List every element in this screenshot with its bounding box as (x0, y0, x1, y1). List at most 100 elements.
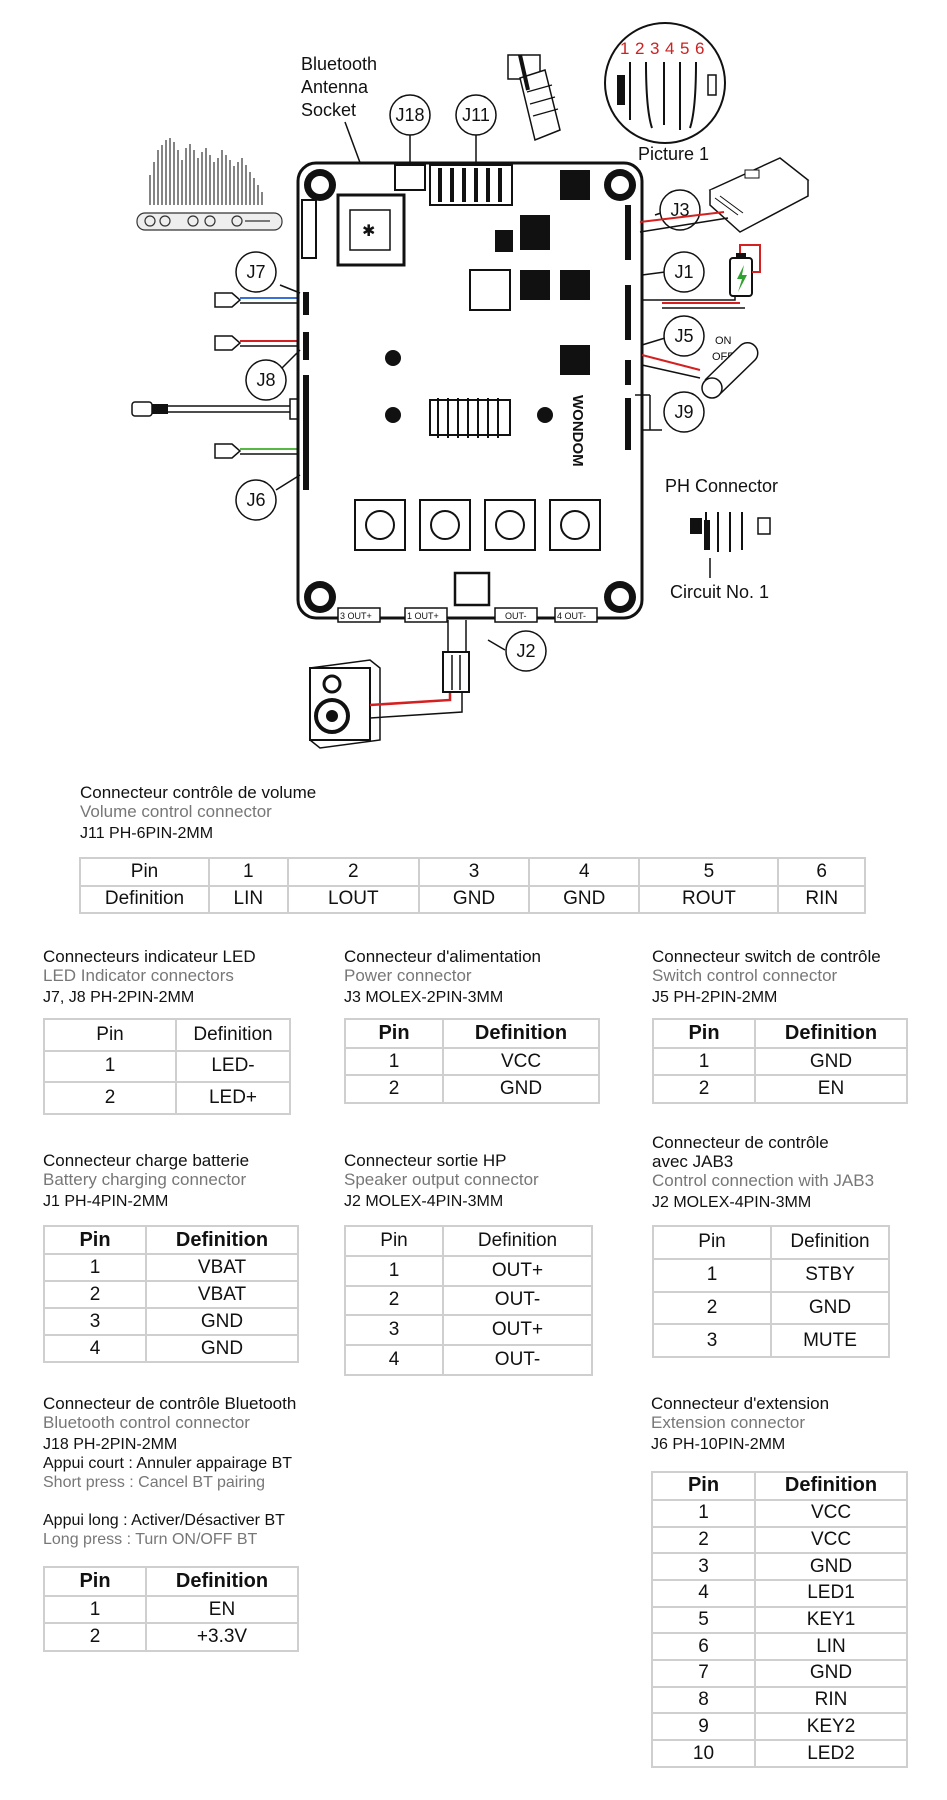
table-cell: LOUT (286, 884, 420, 914)
table-cell: 1 (651, 1498, 756, 1528)
table-cell: VCC (754, 1525, 908, 1555)
table-cell: Pin (652, 1225, 772, 1260)
table-cell: Pin (43, 1566, 147, 1597)
table-cell: OUT+ (442, 1314, 593, 1347)
table-cell: RIN (754, 1685, 908, 1715)
led-title-fr: Connecteurs indicateur LED (43, 947, 256, 966)
table-cell: EN (754, 1074, 908, 1104)
led-indicator-icon (214, 292, 318, 308)
table-cell: STBY (770, 1257, 890, 1293)
callout-j7: J7 (235, 251, 301, 294)
table-cell: RIN (777, 884, 866, 914)
table-cell: 1 (43, 1049, 177, 1084)
table-cell: VBAT (145, 1280, 299, 1310)
svg-text:J8: J8 (256, 370, 275, 390)
speaker-code: J2 MOLEX-4PIN-3MM (344, 1193, 504, 1210)
table-cell: Pin (344, 1225, 444, 1257)
table-cell: 3 (417, 857, 531, 887)
power-title-fr: Connecteur d'alimentation (344, 947, 541, 966)
bluetooth-long-press-en: Long press : Turn ON/OFF BT (43, 1531, 258, 1548)
led-title-en: LED Indicator connectors (43, 966, 234, 985)
spectrum-display-icon (136, 138, 283, 231)
bt-antenna-label-2: Antenna (301, 77, 369, 97)
table-cell: GND (145, 1334, 299, 1363)
switch-code: J5 PH-2PIN-2MM (652, 989, 778, 1006)
svg-text:J3: J3 (670, 200, 689, 220)
table-cell: 4 (43, 1334, 147, 1363)
bluetooth-connector-heading: Connecteur de contrôle Bluetooth Bluetoo… (43, 1394, 296, 1549)
out-label: 4 OUT- (557, 611, 586, 621)
table-row: 2+3.3V (43, 1622, 299, 1652)
table-cell: LED1 (754, 1578, 908, 1608)
pcb-board: ✱ (296, 161, 644, 623)
table-cell: LED2 (754, 1739, 908, 1768)
ph-connector-label: PH Connector (665, 476, 778, 496)
callout-j6: J6 (235, 474, 301, 521)
svg-text:J6: J6 (246, 490, 265, 510)
table-cell: Definition (442, 1225, 593, 1257)
battery-code: J1 PH-4PIN-2MM (43, 1193, 169, 1210)
battery-title-fr: Connecteur charge batterie (43, 1151, 250, 1170)
pin-number-label: 3 (650, 39, 659, 58)
switch-title-en: Switch control connector (652, 966, 838, 985)
control-code: J2 MOLEX-4PIN-3MM (652, 1194, 812, 1211)
bluetooth-code: J18 PH-2PIN-2MM (43, 1436, 178, 1453)
table-cell: 2 (43, 1622, 147, 1652)
control-title-fr-1: Connecteur de contrôle (652, 1133, 829, 1152)
table-cell: 1 (344, 1046, 444, 1077)
table-cell: 1 (344, 1254, 444, 1287)
table-cell: Pin (651, 1471, 756, 1501)
table-cell: Definition (79, 884, 210, 914)
table-cell: 2 (652, 1074, 756, 1104)
battery-connector-heading: Connecteur charge batterie Battery charg… (43, 1151, 249, 1211)
table-cell: 1 (43, 1594, 147, 1625)
board-wiring-diagram: Bluetooth Antenna Socket (131, 22, 810, 749)
table-cell: MUTE (770, 1323, 890, 1358)
table-cell: ROUT (638, 884, 780, 914)
picture-1-caption: Picture 1 (638, 144, 709, 164)
svg-text:J5: J5 (674, 326, 693, 346)
table-cell: VCC (754, 1498, 908, 1528)
table-cell: 2 (344, 1284, 444, 1317)
volume-title-fr: Connecteur contrôle de volume (80, 783, 317, 802)
table-cell: 2 (652, 1290, 772, 1326)
table-cell: 3 (43, 1307, 147, 1336)
svg-text:✱: ✱ (362, 223, 375, 240)
control-title-fr-2: avec JAB3 (652, 1152, 734, 1171)
table-cell: Definition (145, 1566, 299, 1597)
extension-title-en: Extension connector (651, 1413, 806, 1432)
callout-j5: J5 (641, 315, 705, 357)
table-cell: 8 (651, 1685, 756, 1715)
table-cell: 10 (651, 1739, 756, 1768)
table-cell: 3 (344, 1314, 444, 1347)
bluetooth-long-press-fr: Appui long : Activer/Désactiver BT (43, 1512, 285, 1529)
bluetooth-short-press-en: Short press : Cancel BT pairing (43, 1474, 266, 1491)
pin-number-label: 1 (620, 39, 629, 58)
